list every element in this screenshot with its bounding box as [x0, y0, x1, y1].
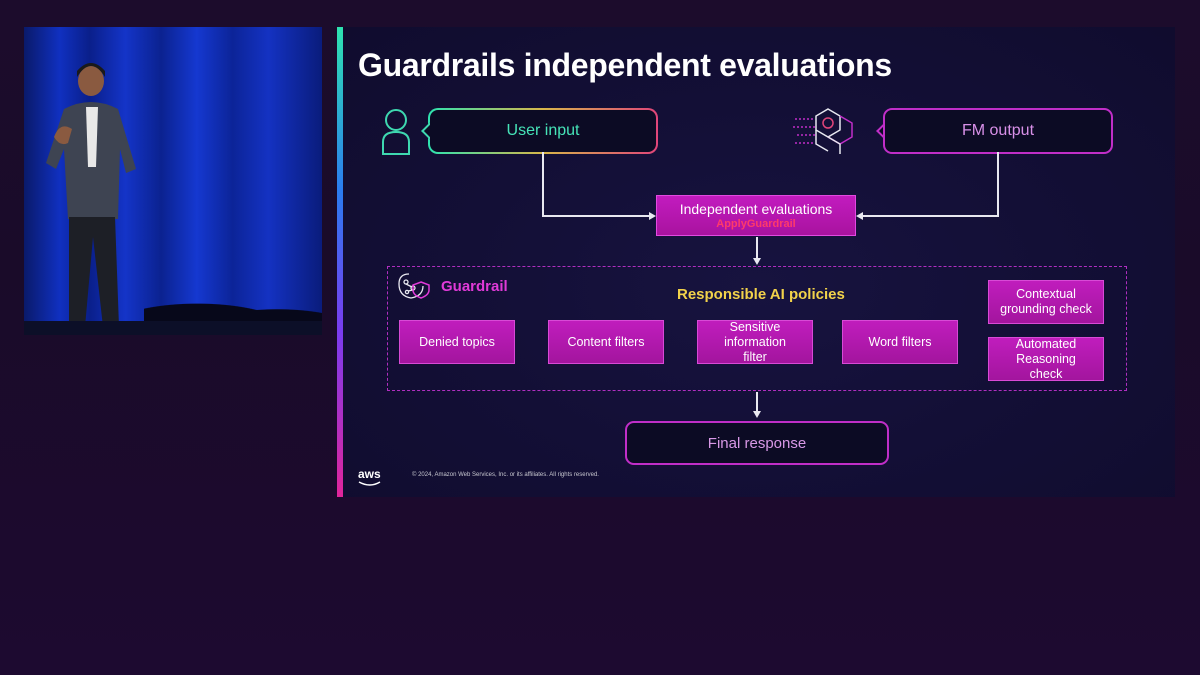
stage-floor — [24, 321, 322, 335]
check-label: Contextual grounding check — [1000, 287, 1092, 316]
speaker-figure — [46, 63, 136, 327]
brain-circuit-icon — [793, 108, 853, 154]
user-input-bubble: User input — [430, 110, 656, 152]
guardrail-label: Guardrail — [441, 278, 508, 295]
fm-connector-arrow — [856, 212, 863, 220]
fm-output-bubble: FM output — [883, 108, 1113, 154]
user-connector-vertical — [542, 152, 544, 216]
policy-label: Denied topics — [419, 334, 495, 349]
eval-to-guardrail-arrow — [753, 258, 761, 265]
policy-label: Content filters — [567, 334, 645, 349]
policy-label: Sensitive information filter — [724, 319, 786, 364]
fm-output-label: FM output — [961, 122, 1035, 139]
policy-sensitive-information-filter: Sensitive information filter — [697, 320, 813, 364]
independent-evaluations-box: Independent evaluations ApplyGuardrail — [656, 195, 856, 236]
presentation-slide: Guardrails independent evaluations User … — [337, 27, 1175, 497]
policy-content-filters: Content filters — [548, 320, 664, 364]
policy-denied-topics: Denied topics — [399, 320, 515, 364]
guardrail-to-final-line — [756, 392, 758, 412]
aws-logo: aws — [358, 467, 381, 481]
user-connector-arrow — [649, 212, 656, 220]
final-response-label: Final response — [707, 434, 807, 452]
slide-accent-bar — [337, 27, 343, 497]
guardrail-frame — [387, 266, 1127, 391]
guardrail-to-final-arrow — [753, 411, 761, 418]
check-label: Automated Reasoning check — [1015, 336, 1077, 381]
person-icon — [382, 109, 410, 155]
fm-connector-horizontal — [863, 215, 999, 217]
policy-word-filters: Word filters — [842, 320, 958, 364]
fm-connector-vertical — [997, 152, 999, 216]
eval-to-guardrail-line — [756, 237, 758, 259]
user-connector-horizontal — [542, 215, 649, 217]
policies-title: Responsible AI policies — [677, 286, 845, 303]
speaker-video — [24, 27, 322, 335]
check-contextual-grounding: Contextual grounding check — [988, 280, 1104, 324]
slide-title: Guardrails independent evaluations — [358, 47, 892, 83]
guardrail-icon — [398, 273, 430, 299]
copyright-text: © 2024, Amazon Web Services, Inc. or its… — [412, 472, 599, 478]
user-input-label: User input — [506, 122, 580, 139]
check-automated-reasoning: Automated Reasoning check — [988, 337, 1104, 381]
aws-smile-icon — [358, 481, 381, 486]
apply-guardrail-api-label: ApplyGuardrail — [716, 218, 796, 230]
evaluations-label: Independent evaluations — [679, 201, 833, 217]
final-response-box: Final response — [625, 421, 889, 465]
policy-label: Word filters — [868, 334, 932, 349]
